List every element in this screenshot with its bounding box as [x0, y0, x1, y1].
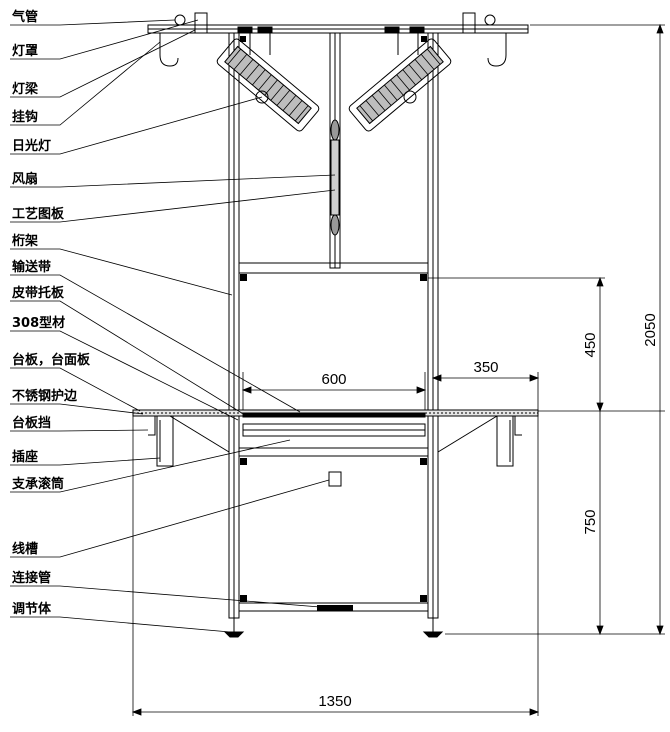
socket-left: [156, 415, 174, 467]
mid-crossbar: [238, 447, 429, 457]
dim-total-height: 2050: [642, 313, 659, 346]
label-connecting-pipe: 连接管: [12, 570, 51, 586]
adjusters: [223, 618, 444, 638]
fan: [330, 119, 340, 245]
corner-brackets: [240, 36, 427, 611]
air-pipe-right: [484, 14, 496, 26]
socket-right: [496, 415, 514, 467]
label-308-profile: 308型材: [12, 315, 65, 331]
table-stop-right: [514, 415, 530, 436]
dim-side-table: 350: [473, 359, 498, 376]
callout-labels: 气管 灯罩 灯梁 挂钩 日光灯 风扇 工艺图板 桁架 输送带 皮带托板 308型…: [11, 9, 91, 617]
lamp-cover-bracket-right: [462, 12, 476, 34]
label-belt-support: 皮带托板: [11, 285, 65, 301]
wire-trough: [328, 471, 342, 487]
label-table-stop: 台板挡: [12, 415, 51, 431]
label-truss: 桁架: [12, 233, 38, 249]
dimension-lines: [131, 23, 665, 716]
label-stainless-edge: 不锈钢护边: [12, 388, 78, 404]
label-wire-trough: 线槽: [12, 541, 38, 557]
dim-total-width: 1350: [318, 693, 351, 710]
table-assembly: [132, 409, 539, 487]
label-fan: 风扇: [12, 171, 38, 187]
label-air-pipe: 气管: [12, 9, 38, 25]
dim-upper-height: 450: [582, 332, 599, 357]
dim-lower-height: 750: [582, 509, 599, 534]
table-stop-left: [140, 415, 156, 436]
dimension-values: 600 350 1350 450 750 2050: [318, 313, 659, 710]
leader-lines: [10, 19, 336, 633]
upper-crossbar: [238, 262, 429, 274]
dim-table-width: 600: [321, 371, 346, 388]
hooks: [159, 12, 507, 67]
label-lamp-beam: 灯梁: [12, 81, 39, 97]
label-hook: 挂钩: [12, 109, 38, 125]
label-process-board: 工艺图板: [12, 206, 65, 222]
hook-left: [159, 33, 179, 67]
label-table-board: 台板，台面板: [12, 352, 91, 368]
fluorescent-lamps: [216, 33, 452, 132]
label-conveyor-belt: 输送带: [12, 259, 51, 275]
label-support-roller: 支承滚筒: [11, 476, 64, 492]
air-pipe-left: [174, 14, 186, 26]
lamp-right: [348, 38, 452, 132]
frame: [147, 24, 529, 619]
lamp-left: [216, 38, 320, 132]
hook-right: [487, 33, 507, 67]
label-fluorescent-lamp: 日光灯: [12, 138, 51, 154]
conveyor-belt: [242, 412, 426, 418]
label-lamp-cover: 灯罩: [12, 43, 38, 59]
label-socket: 插座: [12, 449, 38, 465]
lamp-cover-bracket-left: [194, 12, 208, 34]
label-adjuster: 调节体: [12, 601, 52, 617]
